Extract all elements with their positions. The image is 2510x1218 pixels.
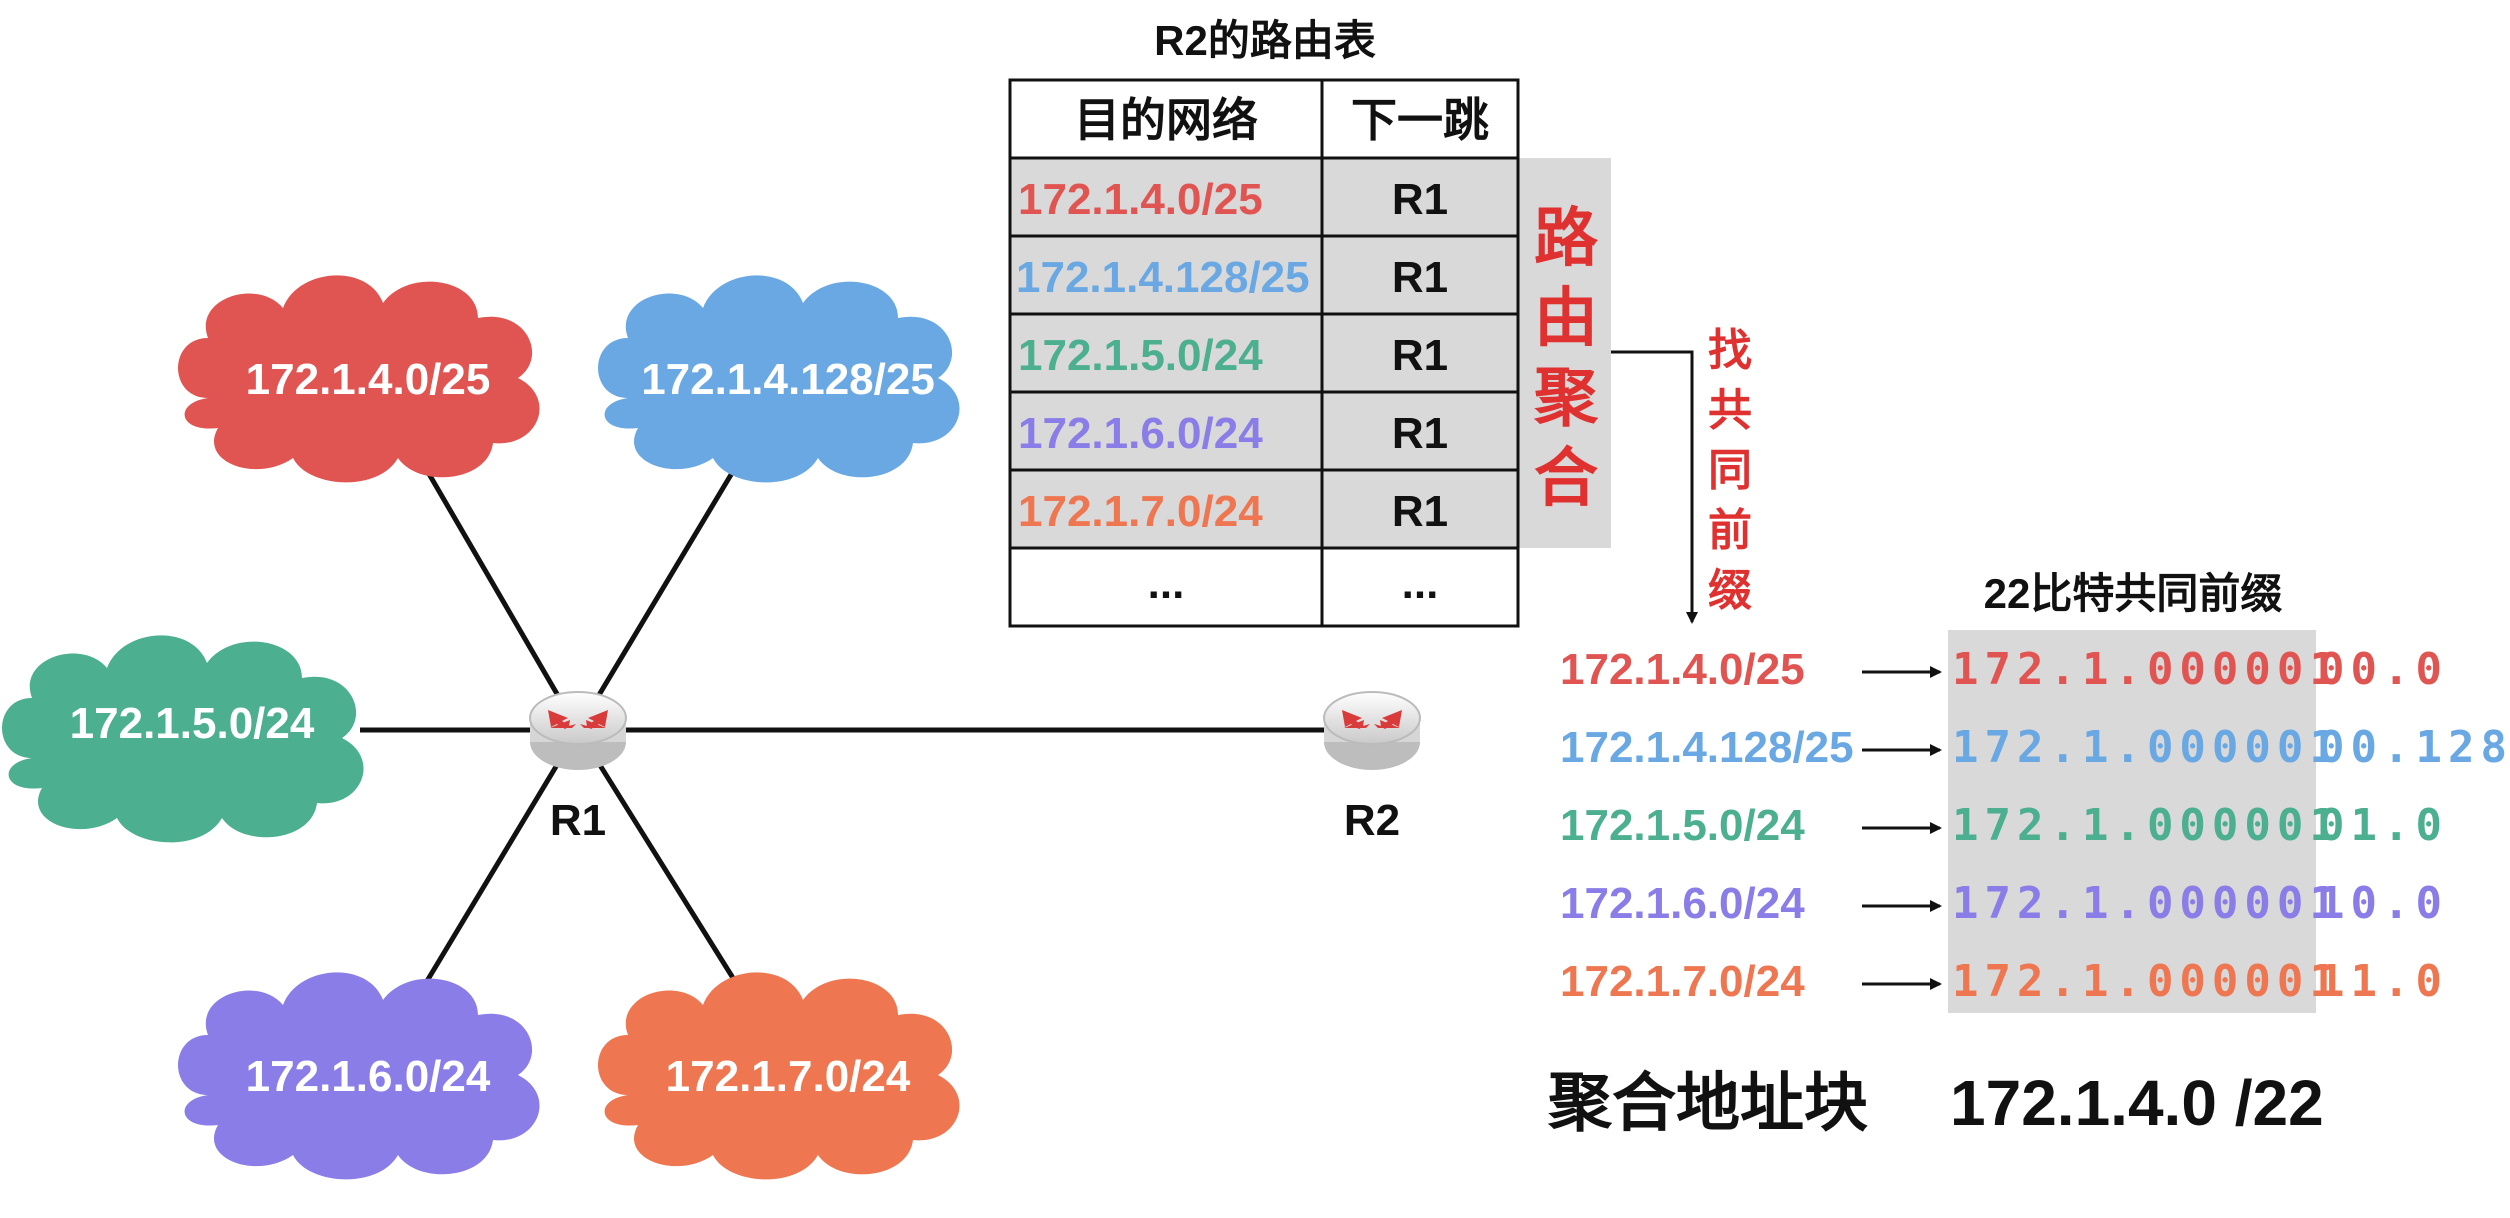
router-r1 bbox=[529, 691, 627, 770]
find-prefix-label: 找 共 同 前 缀 bbox=[1708, 326, 1752, 615]
cloud-network-4: 172.1.6.0/24 bbox=[178, 972, 540, 1180]
link-r1-net2 bbox=[575, 466, 738, 732]
prefix-title: 22比特共同前缀 bbox=[1984, 570, 2283, 617]
table-row-dest: 172.1.4.128/25 bbox=[1016, 253, 1310, 302]
table-body-shade bbox=[1010, 158, 1518, 548]
binary-row-rest: 11.0 bbox=[2318, 956, 2448, 1007]
binary-row-network: 172.1.4.0/25 bbox=[1560, 645, 1805, 694]
table-row-next: ... bbox=[1402, 559, 1439, 608]
table-row-dest: 172.1.4.0/25 bbox=[1018, 175, 1263, 224]
link-r1-net1 bbox=[415, 453, 581, 732]
binary-row-common: 172.1.000001 bbox=[1952, 878, 2342, 929]
table-row-dest: 172.1.7.0/24 bbox=[1018, 487, 1263, 536]
binary-row-network: 172.1.5.0/24 bbox=[1560, 801, 1805, 850]
router-r2-label: R2 bbox=[1344, 796, 1400, 845]
binary-row-network: 172.1.7.0/24 bbox=[1560, 957, 1805, 1006]
table-row-next: R1 bbox=[1392, 253, 1448, 302]
binary-row-network: 172.1.4.128/25 bbox=[1560, 723, 1854, 772]
find-prefix-char: 缀 bbox=[1708, 566, 1752, 615]
link-r1-net5 bbox=[575, 728, 751, 1004]
binary-row-common: 172.1.000001 bbox=[1952, 800, 2342, 851]
binary-row-rest: 00.128 bbox=[2318, 722, 2510, 773]
aggregate-value: 172.1.4.0 /22 bbox=[1950, 1067, 2324, 1139]
aggregation-char: 聚 bbox=[1533, 362, 1599, 434]
binary-row-rest: 10.0 bbox=[2318, 878, 2448, 929]
cloud-network-2: 172.1.4.128/25 bbox=[598, 275, 960, 483]
header-destination: 目的网络 bbox=[1074, 94, 1258, 146]
table-row-dest: 172.1.6.0/24 bbox=[1018, 409, 1263, 458]
common-prefix-shade bbox=[1948, 630, 2316, 1013]
binary-row-network: 172.1.6.0/24 bbox=[1560, 879, 1805, 928]
find-prefix-arrow bbox=[1611, 350, 1698, 624]
cloud-network-5: 172.1.7.0/24 bbox=[598, 972, 960, 1180]
aggregation-char: 路 bbox=[1534, 202, 1599, 274]
table-row-next: R1 bbox=[1392, 409, 1448, 458]
cloud-label: 172.1.4.128/25 bbox=[641, 355, 935, 404]
table-row-next: R1 bbox=[1392, 175, 1448, 224]
router-arrows-icon bbox=[1342, 710, 1402, 729]
routing-table-title: R2的路由表 bbox=[1154, 17, 1376, 64]
find-prefix-char: 找 bbox=[1708, 326, 1752, 375]
aggregation-char: 由 bbox=[1534, 282, 1598, 354]
cloud-label: 172.1.4.0/25 bbox=[246, 355, 491, 404]
cloud-label: 172.1.7.0/24 bbox=[666, 1052, 911, 1101]
binary-rows: 172.1.4.0/25 172.1.000001 00.0 172.1.4.1… bbox=[1560, 644, 2510, 1007]
router-r1-label: R1 bbox=[550, 796, 606, 845]
cloud-label: 172.1.5.0/24 bbox=[70, 699, 315, 748]
find-prefix-char: 前 bbox=[1708, 506, 1752, 555]
table-row-dest: ... bbox=[1148, 559, 1185, 608]
router-r2 bbox=[1323, 691, 1421, 770]
binary-row-common: 172.1.000001 bbox=[1952, 644, 2342, 695]
binary-row-rest: 00.0 bbox=[2318, 644, 2448, 695]
cloud-network-1: 172.1.4.0/25 bbox=[178, 275, 540, 483]
cloud-label: 172.1.6.0/24 bbox=[246, 1052, 491, 1101]
table-row-next: R1 bbox=[1392, 487, 1448, 536]
table-grid bbox=[1008, 78, 1520, 628]
table-row-dest: 172.1.5.0/24 bbox=[1018, 331, 1263, 380]
find-prefix-char: 同 bbox=[1708, 446, 1752, 495]
link-r1-net4 bbox=[415, 728, 581, 998]
aggregation-label: 路 由 聚 合 bbox=[1533, 202, 1599, 514]
clouds: 172.1.4.0/25 172.1.4.128/25 172.1.5.0/24… bbox=[2, 275, 960, 1180]
table-row-next: R1 bbox=[1392, 331, 1448, 380]
header-next-hop: 下一跳 bbox=[1351, 94, 1489, 146]
binary-row-common: 172.1.000001 bbox=[1952, 722, 2342, 773]
aggregation-char: 合 bbox=[1534, 442, 1598, 514]
routing-table: R2的路由表 目的网络 下一跳 172.1.4.0/25 R1 172.1.4.… bbox=[1008, 17, 1611, 628]
binary-row-rest: 01.0 bbox=[2318, 800, 2448, 851]
router-arrows-icon bbox=[548, 710, 608, 729]
binary-row-common: 172.1.000001 bbox=[1952, 956, 2342, 1007]
cloud-network-3: 172.1.5.0/24 bbox=[2, 635, 364, 843]
aggregation-shade bbox=[1518, 158, 1611, 548]
aggregate-label: 聚合地址块 bbox=[1547, 1067, 1868, 1139]
find-prefix-char: 共 bbox=[1708, 386, 1752, 435]
